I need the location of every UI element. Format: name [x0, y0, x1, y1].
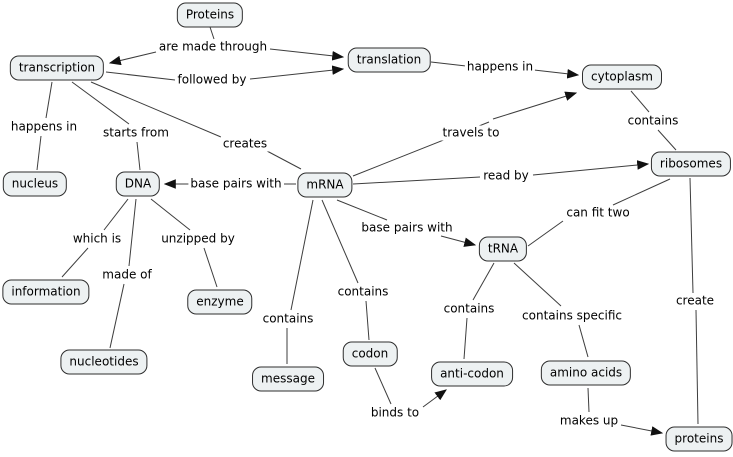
connector-line	[109, 283, 125, 349]
connector-line	[71, 81, 130, 125]
connector-line	[612, 178, 671, 206]
connector-line	[352, 176, 481, 185]
concept-node-proteins-bottom[interactable]: proteins	[665, 426, 733, 452]
linking-phrase-read-by[interactable]: read by	[481, 168, 531, 184]
linking-phrase-makes-up[interactable]: makes up	[557, 413, 621, 429]
linking-phrase-contains-anticodon[interactable]: contains	[441, 301, 497, 317]
connector-line	[578, 324, 589, 358]
linking-phrase-base-pairs-trna[interactable]: base pairs with	[359, 220, 455, 236]
connector-line	[587, 387, 590, 413]
linking-phrase-can-fit-two[interactable]: can fit two	[564, 205, 632, 221]
connector-line	[209, 26, 215, 40]
connector-line	[657, 129, 677, 151]
linking-phrase-contains-specific[interactable]: contains specific	[520, 308, 624, 324]
connector-line	[630, 90, 650, 113]
linking-phrase-which-is[interactable]: which is	[70, 231, 124, 247]
connector-line	[45, 81, 53, 119]
connector-line	[374, 367, 392, 405]
connector-line	[440, 235, 477, 247]
connector-line	[136, 141, 141, 171]
connector-line	[249, 65, 345, 80]
connector-line	[108, 51, 157, 66]
concept-node-enzyme[interactable]: enzyme	[187, 289, 253, 315]
connector-line	[365, 300, 370, 341]
concept-node-anti-codon[interactable]: anti-codon	[431, 361, 513, 387]
concept-node-dna[interactable]: DNA	[115, 171, 161, 197]
connector-line	[422, 389, 447, 408]
linking-phrase-create[interactable]: create	[673, 293, 717, 309]
linking-phrase-contains-ribosomes[interactable]: contains	[625, 113, 681, 129]
linking-phrase-made-of[interactable]: made of	[100, 267, 154, 283]
linking-phrase-binds-to[interactable]: binds to	[368, 405, 422, 421]
connector-line	[203, 247, 218, 288]
connector-line	[90, 81, 222, 138]
connector-line	[105, 71, 176, 81]
concept-node-cytoplasm[interactable]: cytoplasm	[582, 64, 662, 90]
connector-line	[290, 199, 314, 311]
connector-line	[36, 135, 42, 171]
connector-line	[620, 424, 664, 436]
connector-line	[266, 150, 302, 170]
concept-node-trna[interactable]: tRNA	[478, 236, 528, 262]
connector-line	[269, 48, 345, 61]
concept-node-nucleus[interactable]: nucleus	[2, 171, 68, 197]
linking-phrase-are-made-through[interactable]: are made through	[156, 39, 270, 55]
connector-line	[689, 177, 694, 294]
connector-line	[492, 91, 578, 120]
connector-line	[695, 309, 699, 425]
linking-phrase-base-pairs-dna[interactable]: base pairs with	[188, 176, 284, 192]
connector-line	[430, 61, 467, 67]
linking-phrase-starts-from[interactable]: starts from	[101, 125, 171, 141]
linking-phrase-happens-in-nucleus[interactable]: happens in	[8, 119, 80, 135]
concept-node-mrna[interactable]: mRNA	[297, 172, 353, 198]
concept-node-message[interactable]: message	[252, 366, 324, 392]
connector-line	[532, 160, 650, 176]
connector-line	[128, 198, 137, 267]
concept-node-nucleotides[interactable]: nucleotides	[60, 349, 148, 375]
linking-phrase-unzipped-by[interactable]: unzipped by	[159, 231, 237, 247]
connector-line	[463, 317, 468, 360]
concept-node-information[interactable]: information	[2, 279, 90, 305]
concept-node-proteins-top[interactable]: Proteins	[176, 2, 244, 28]
linking-phrase-creates[interactable]: creates	[220, 136, 270, 152]
concept-node-translation[interactable]: translation	[347, 47, 431, 73]
linking-phrase-happens-in-cyto[interactable]: happens in	[464, 59, 536, 75]
connector-line	[150, 198, 191, 231]
concept-node-amino-acids[interactable]: amino acids	[540, 360, 632, 386]
connector-line	[527, 220, 564, 247]
connector-line	[472, 262, 495, 301]
connector-line	[513, 262, 562, 307]
connector-line	[336, 199, 388, 221]
connector-line	[321, 199, 359, 284]
concept-node-transcription[interactable]: transcription	[9, 55, 105, 81]
connector-line	[61, 247, 89, 278]
linking-phrase-travels-to[interactable]: travels to	[440, 125, 502, 141]
concept-node-ribosomes[interactable]: ribosomes	[650, 151, 732, 177]
linking-phrase-contains-message[interactable]: contains	[260, 311, 316, 327]
linking-phrase-contains-codon[interactable]: contains	[335, 284, 391, 300]
concept-node-codon[interactable]: codon	[342, 341, 398, 367]
connector-line	[103, 198, 129, 231]
linking-phrase-followed-by[interactable]: followed by	[175, 72, 249, 88]
connector-line	[533, 69, 580, 79]
